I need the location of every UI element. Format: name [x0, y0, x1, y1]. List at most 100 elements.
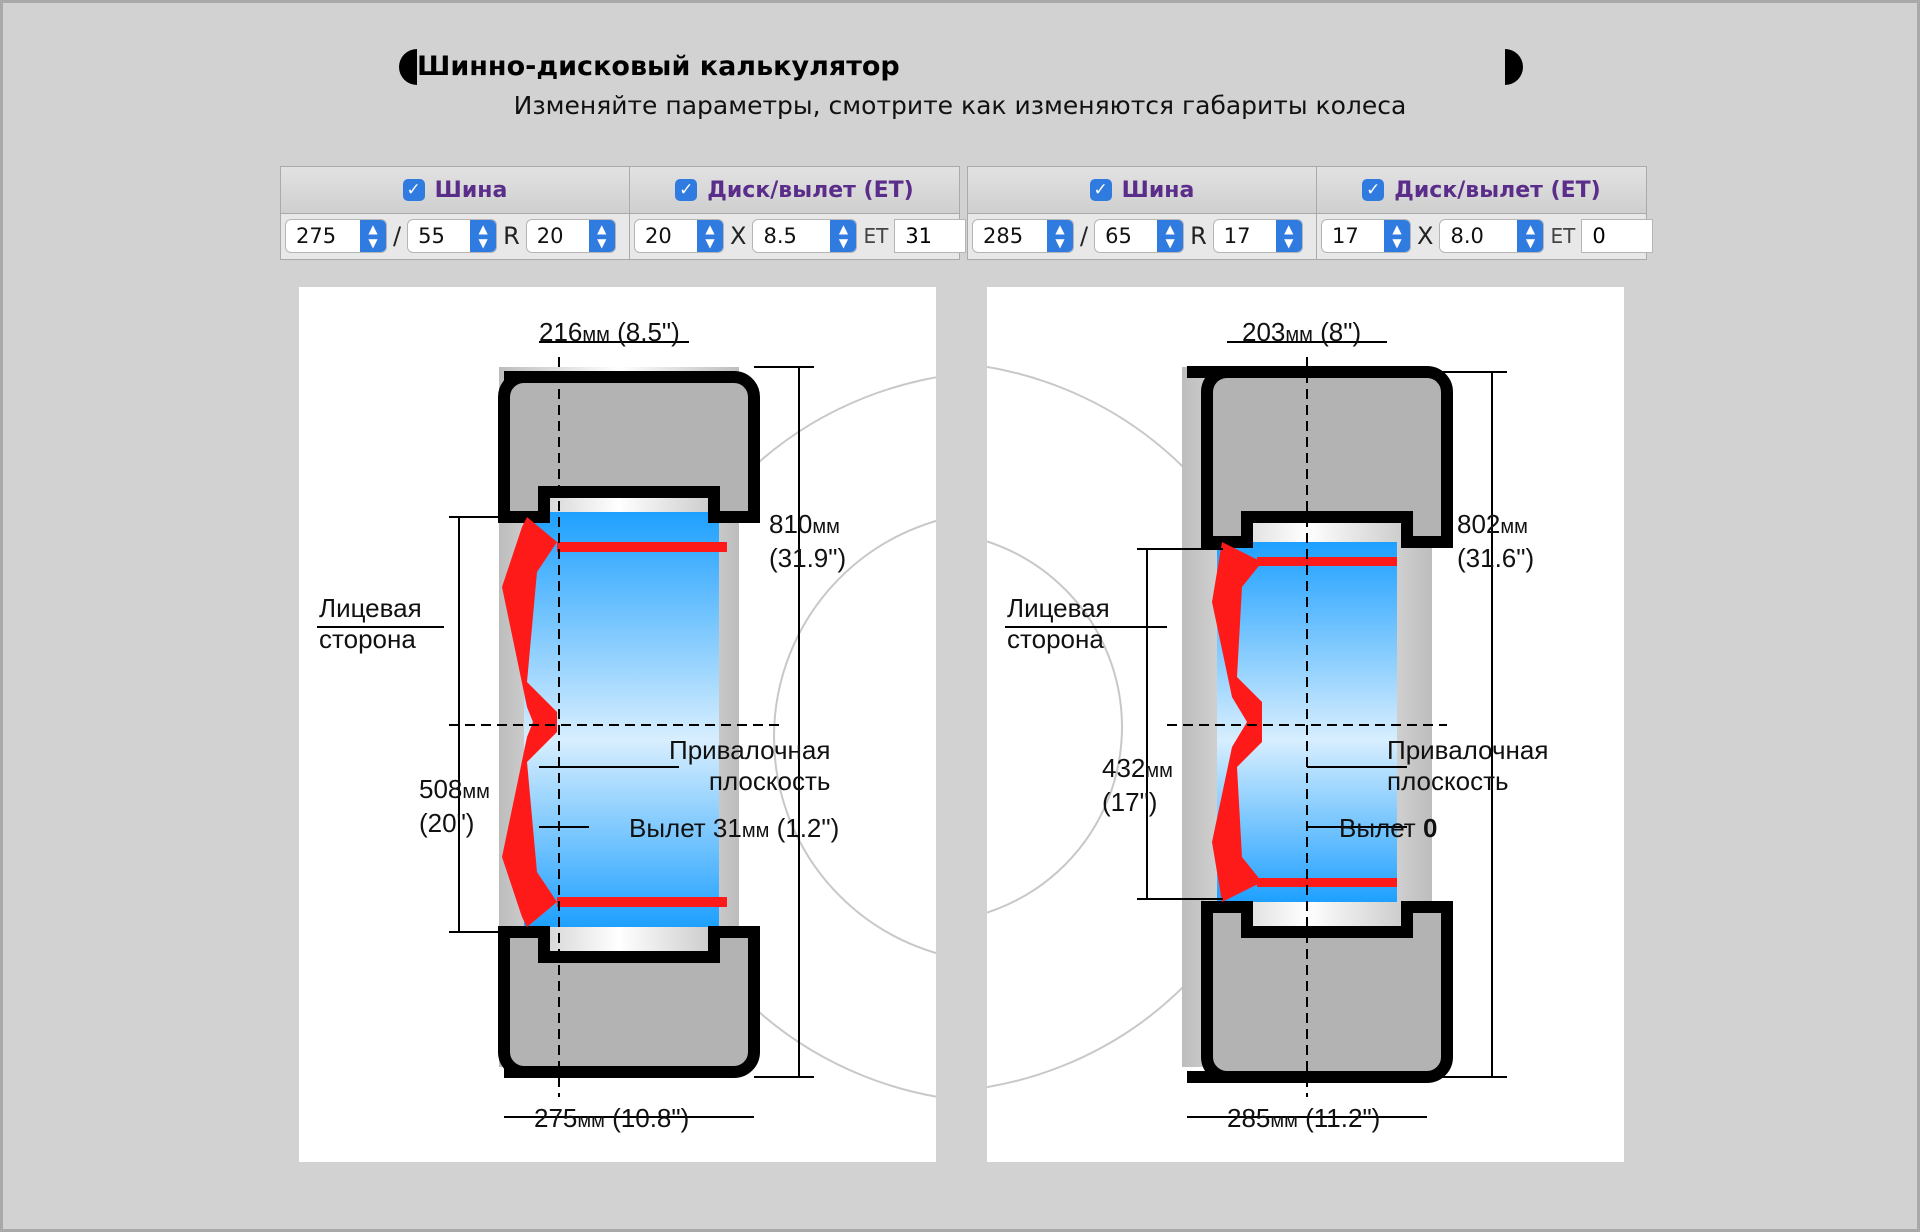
- rim-flange-bottom: [1257, 878, 1397, 887]
- right-tire-checkbox[interactable]: ✓: [1089, 179, 1112, 201]
- right-rim-width-select[interactable]: 8.0 ▲▼: [1439, 219, 1545, 253]
- offset-unit: мм: [741, 820, 770, 842]
- left-tire-profile-select[interactable]: 55▲▼: [407, 219, 498, 253]
- dim-height-label: 810мм (31.9"): [769, 509, 846, 574]
- right-tire-profile-value: 65: [1105, 224, 1132, 248]
- left-rim-header[interactable]: ✓ Диск/вылет (ET): [630, 167, 959, 214]
- dim-top-label: 203мм (8"): [1242, 317, 1361, 351]
- right-rim-diameter-value: 17: [1332, 224, 1359, 248]
- rim-dia-value: 508: [419, 774, 463, 804]
- right-r-label: R: [1190, 222, 1207, 250]
- left-tire-label: Шина: [434, 177, 508, 203]
- right-rim-column: ✓ Диск/вылет (ET) 17▲▼ X 8.0▲▼ ET 0: [1316, 167, 1654, 259]
- right-rim-row: 17▲▼ X 8.0▲▼ ET 0: [1321, 217, 1654, 255]
- chevron-updown-icon: ▲▼: [1384, 220, 1410, 252]
- right-tire-label: Шина: [1121, 177, 1195, 203]
- left-tire-width-select[interactable]: 275▲▼: [285, 219, 387, 253]
- rim-spoke-top: [1212, 542, 1262, 722]
- left-rim-diameter-select[interactable]: 20 ▲▼: [634, 219, 724, 253]
- left-tire-diameter-select[interactable]: 20▲▼: [525, 219, 616, 253]
- left-tire-header[interactable]: ✓ Шина: [281, 167, 629, 214]
- page-title: Шинно-дисковый калькулятор: [417, 51, 900, 82]
- rim-flange-top: [557, 542, 727, 552]
- right-tire-width-select[interactable]: 285▲▼: [972, 219, 1074, 253]
- right-controls: ✓ Шина 285▲▼ / 65▲▼ R 17▲▼ ✓ Диск/вылет …: [967, 166, 1654, 260]
- title-bar: Шинно-дисковый калькулятор: [399, 43, 1523, 89]
- right-rim-header[interactable]: ✓ Диск/вылет (ET): [1317, 167, 1646, 214]
- rim-dia-label: 508мм(20"): [419, 774, 490, 839]
- chevron-updown-icon: ▲▼: [588, 220, 615, 252]
- rim-flange-bottom: [557, 897, 727, 907]
- mount-label-2: плоскость: [1387, 766, 1509, 796]
- dim-bottom-value: 285: [1227, 1103, 1271, 1133]
- left-slash: /: [393, 222, 402, 250]
- dim-top-unit: мм: [582, 324, 610, 346]
- dim-top-inches: (8.5"): [609, 317, 680, 347]
- left-rim-checkbox[interactable]: ✓: [675, 179, 698, 201]
- dim-top-label: 216мм (8.5"): [539, 317, 680, 351]
- offset-label: Вылет 31мм (1.2"): [629, 813, 839, 847]
- dim-bottom-value: 275: [534, 1103, 578, 1133]
- right-wheel-drawing: [987, 341, 1507, 1118]
- right-x-label: X: [1417, 222, 1434, 250]
- left-tire-column: ✓ Шина 275▲▼ / 55▲▼ R 20▲▼: [281, 167, 629, 259]
- dim-top-value: 216: [539, 317, 583, 347]
- right-tire-column: ✓ Шина 285▲▼ / 65 ▲▼ R 17▲▼: [968, 167, 1316, 259]
- rim-dia-inches: (20"): [419, 808, 475, 838]
- left-rim-diameter-value: 20: [645, 224, 672, 248]
- chevron-updown-icon: ▲▼: [1275, 220, 1302, 252]
- right-rim-width-value: 8.0: [1450, 224, 1484, 248]
- page-subtitle: Изменяйте параметры, смотрите как изменя…: [513, 91, 1407, 120]
- tire-top: [1187, 366, 1453, 548]
- dim-height-inches: (31.9"): [769, 543, 847, 573]
- face-label-2: сторона: [319, 624, 416, 654]
- chevron-updown-icon: ▲▼: [360, 220, 386, 252]
- left-rim-row: 20▲▼ X 8.5▲▼ ET 31: [634, 217, 967, 255]
- rim-dia-value: 432: [1102, 753, 1146, 783]
- face-label-1: Лицевая: [319, 593, 422, 623]
- face-label-2: сторона: [1007, 624, 1104, 654]
- dim-height-inches: (31.6"): [1457, 543, 1535, 573]
- right-et-input[interactable]: 0: [1581, 219, 1654, 253]
- left-rim-label: Диск/вылет (ET): [707, 177, 914, 203]
- rim-spoke-bottom: [502, 712, 557, 927]
- dim-height-value: 802: [1457, 509, 1501, 539]
- left-rim-width-select[interactable]: 8.5▲▼: [752, 219, 858, 253]
- right-tire-diameter-select[interactable]: 17▲▼: [1212, 219, 1303, 253]
- chevron-updown-icon: ▲▼: [470, 220, 497, 252]
- title-cap-left: [399, 49, 417, 85]
- dim-height-value: 810: [769, 509, 813, 539]
- left-x-label: X: [730, 222, 747, 250]
- chevron-updown-icon: ▲▼: [1157, 220, 1184, 252]
- rim-spoke-top: [502, 517, 557, 732]
- right-rim-checkbox[interactable]: ✓: [1362, 179, 1385, 201]
- chevron-updown-icon: ▲▼: [697, 220, 723, 252]
- rim-dia-label: 432мм(17"): [1102, 753, 1173, 818]
- dim-bottom-label: 275мм (10.8"): [534, 1103, 689, 1137]
- dim-bottom-unit: мм: [1270, 1110, 1298, 1132]
- mount-label-1: Привалочная: [669, 735, 831, 765]
- mount-label-1: Привалочная: [1387, 735, 1549, 765]
- chevron-updown-icon: ▲▼: [830, 220, 857, 252]
- right-rim-diameter-select[interactable]: 17 ▲▼: [1321, 219, 1411, 253]
- left-r-label: R: [503, 222, 520, 250]
- offset-inches: (1.2"): [769, 813, 840, 843]
- dim-height-label: 802мм(31.6"): [1457, 509, 1534, 574]
- app-frame: Шинно-дисковый калькулятор Изменяйте пар…: [3, 3, 1917, 1229]
- dim-top-inches: (8"): [1312, 317, 1362, 347]
- dim-bottom-label: 285мм (11.2"): [1227, 1103, 1380, 1137]
- rim-dia-unit: мм: [1145, 760, 1173, 782]
- right-tire-profile-select[interactable]: 65 ▲▼: [1094, 219, 1185, 253]
- dim-top-unit: мм: [1285, 324, 1313, 346]
- right-tire-header[interactable]: ✓ Шина: [968, 167, 1316, 214]
- tire-bottom: [1187, 901, 1453, 1083]
- dim-height-unit: мм: [812, 516, 840, 538]
- left-et-input[interactable]: 31: [894, 219, 967, 253]
- chevron-updown-icon: ▲▼: [1517, 220, 1544, 252]
- title-cap-right: [1505, 49, 1523, 85]
- left-tire-checkbox[interactable]: ✓: [402, 179, 425, 201]
- right-slash: /: [1080, 222, 1089, 250]
